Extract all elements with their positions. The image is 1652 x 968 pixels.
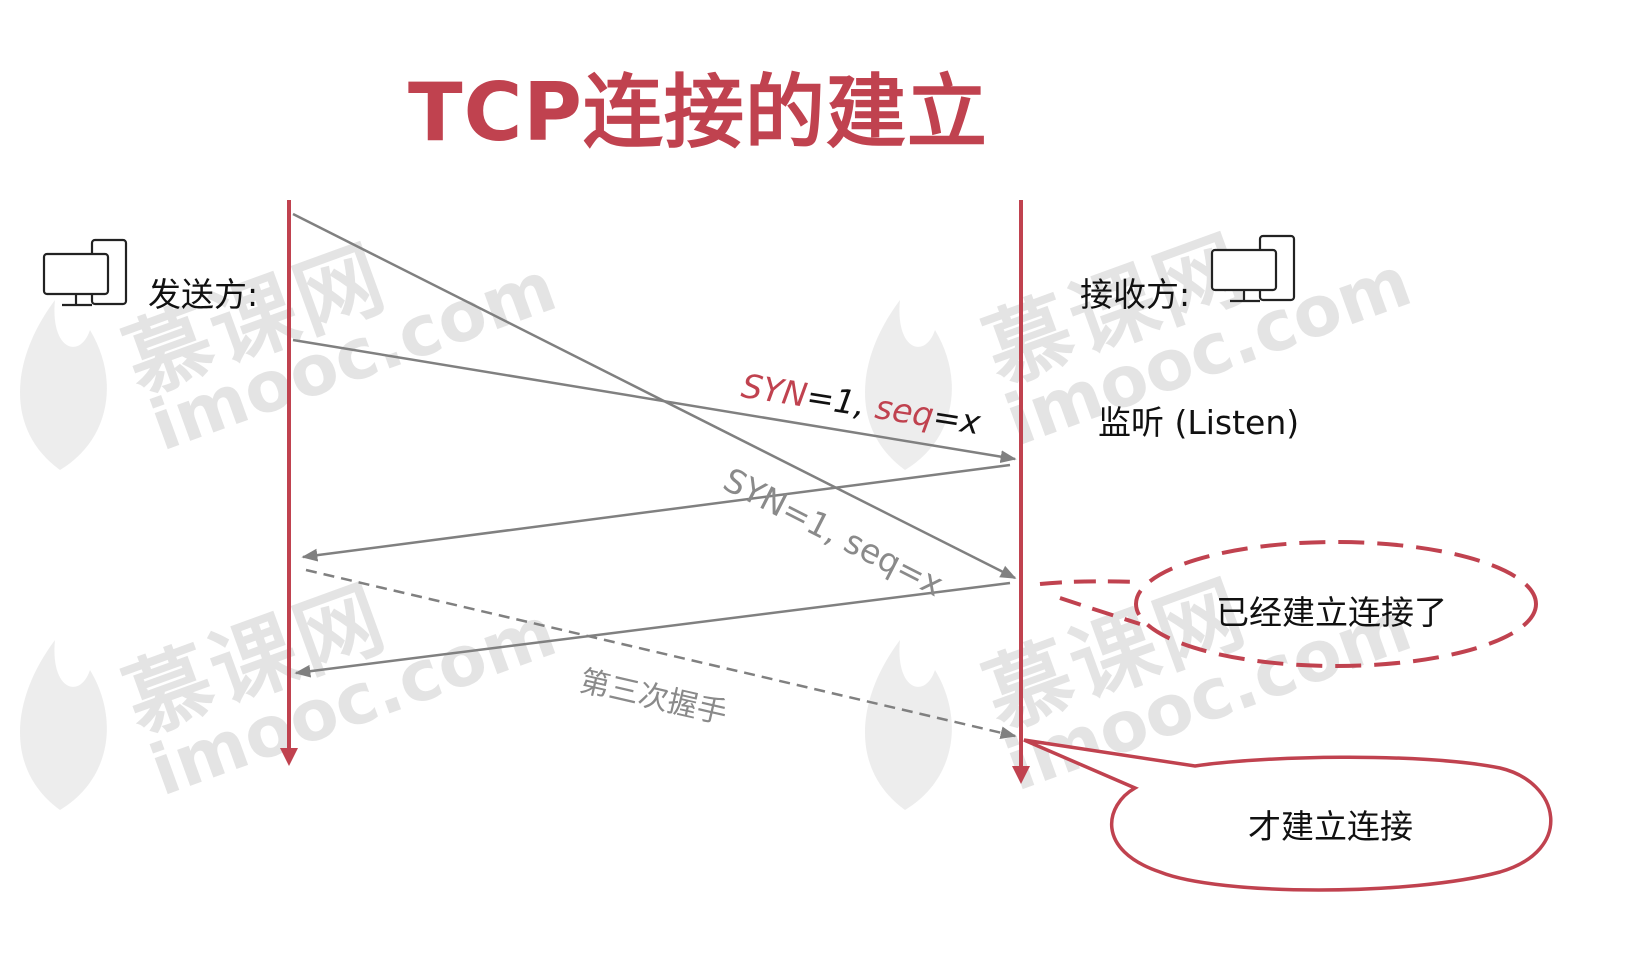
established-callout-shape	[1134, 540, 1538, 668]
watermark-flame-icon	[20, 300, 107, 470]
receiver-timeline-arrowhead	[1012, 766, 1030, 784]
third-handshake-arrow	[305, 568, 1017, 739]
watermark-flame-icon	[865, 640, 952, 810]
sender-label: 发送方:	[148, 275, 259, 314]
watermark-flame-icon	[20, 640, 107, 810]
reply-arrow-2	[294, 581, 1011, 678]
watermark-flame-icon	[865, 300, 952, 470]
receiver-computer-icon	[1210, 234, 1296, 303]
receiver-state-label: 监听 (Listen)	[1098, 403, 1300, 442]
established-callout-pointer	[1039, 579, 1141, 626]
syn-arrow-1	[292, 338, 1017, 463]
sender-timeline-arrowhead	[280, 748, 298, 766]
connect-note: 才建立连接	[1248, 807, 1413, 846]
sender-computer-icon	[42, 238, 128, 307]
seq-value: =x	[930, 396, 984, 443]
syn-arrow-2	[292, 212, 1017, 580]
connect-callout-shape	[1023, 738, 1553, 892]
reply-arrow-1	[301, 463, 1011, 562]
page-title: TCP连接的建立	[408, 66, 988, 159]
receiver-label: 接收方:	[1080, 275, 1191, 314]
established-note: 已经建立连接了	[1216, 593, 1447, 632]
